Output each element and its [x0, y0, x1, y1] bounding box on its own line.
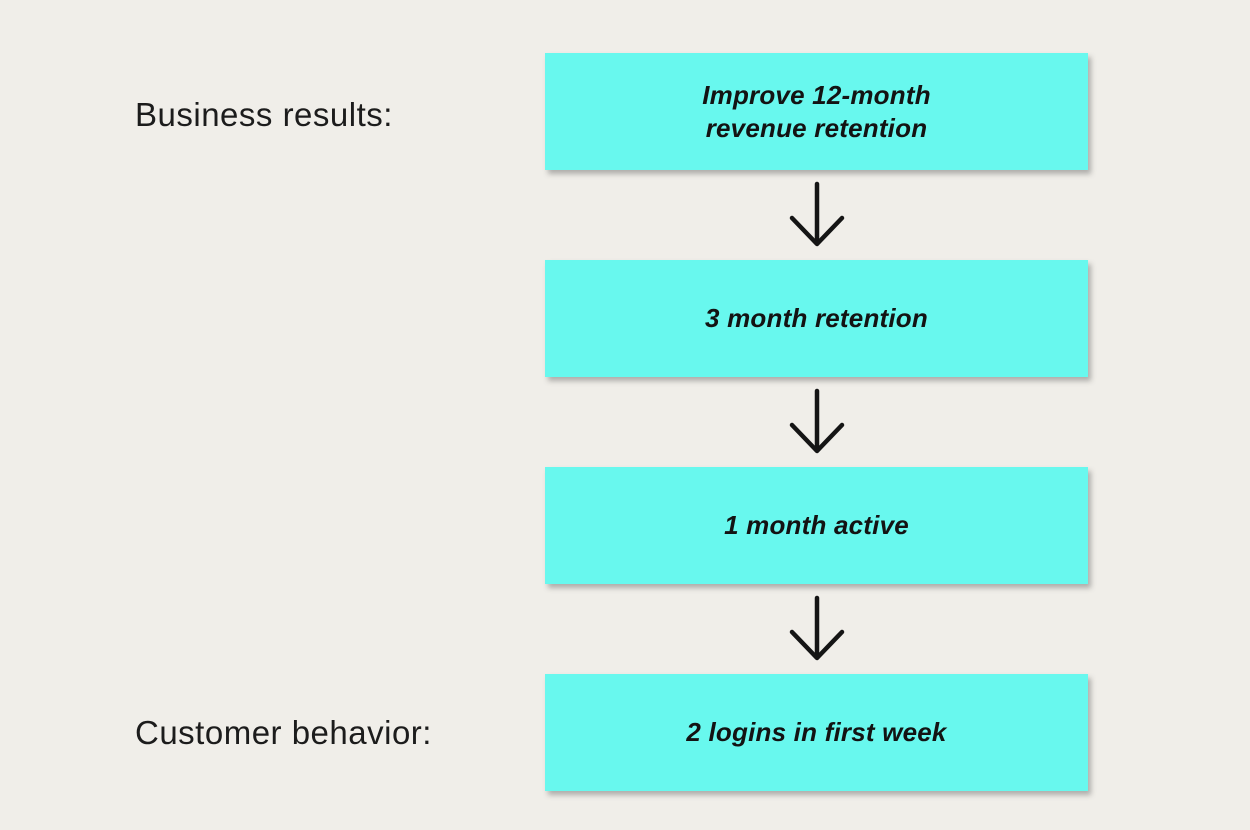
- flow-box-label: 3 month retention: [705, 303, 928, 334]
- down-arrow-icon: [789, 388, 844, 454]
- flow-box-3-month-retention: 3 month retention: [545, 260, 1088, 377]
- flow-box-label: 2 logins in first week: [686, 717, 947, 748]
- flow-box-revenue-retention: Improve 12-month revenue retention: [545, 53, 1088, 170]
- metric-flow-column: Improve 12-month revenue retention 3 mon…: [545, 53, 1088, 791]
- connector-arrow-1: [545, 170, 1088, 260]
- flow-box-1-month-active: 1 month active: [545, 467, 1088, 584]
- connector-arrow-2: [545, 377, 1088, 467]
- customer-behavior-label: Customer behavior:: [135, 713, 432, 751]
- down-arrow-icon: [789, 595, 844, 661]
- flow-box-2-logins-first-week: 2 logins in first week: [545, 674, 1088, 791]
- flow-box-label: 1 month active: [724, 510, 909, 541]
- business-results-label: Business results:: [135, 95, 393, 133]
- flow-box-label: Improve 12-month revenue retention: [702, 80, 931, 143]
- down-arrow-icon: [789, 181, 844, 247]
- connector-arrow-3: [545, 584, 1088, 674]
